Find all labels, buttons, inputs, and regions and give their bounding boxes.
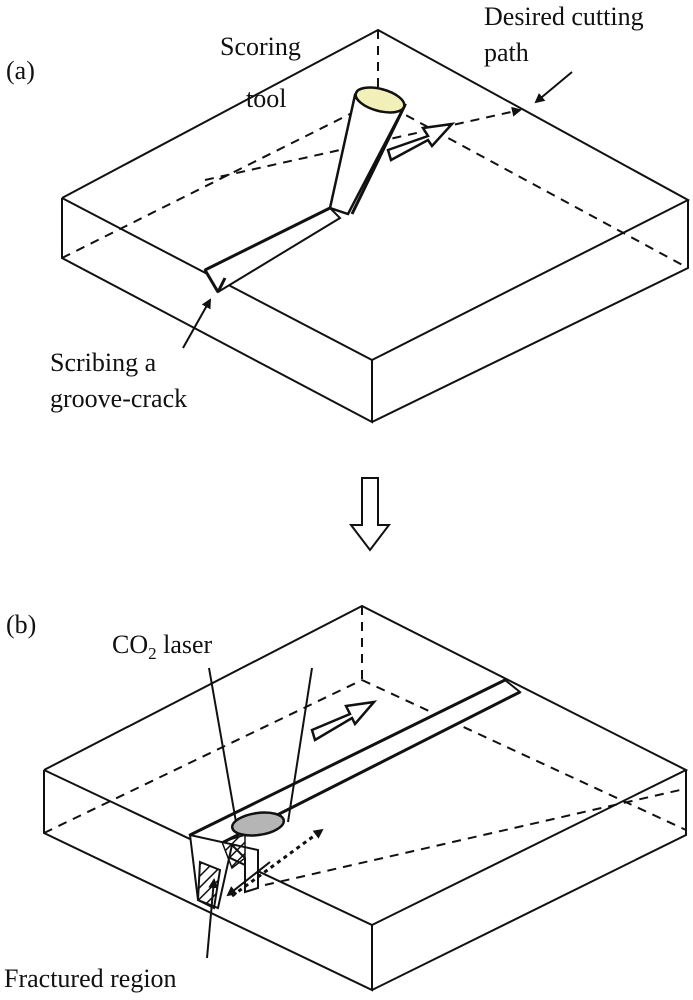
path-label-leader <box>534 71 573 104</box>
groove-edge <box>189 678 506 837</box>
fracture-label-leader <box>206 878 219 959</box>
hidden-edge <box>61 99 379 259</box>
laser-label: CO2 laser <box>112 630 213 664</box>
side-face <box>371 200 689 423</box>
laser-label-rest: laser <box>156 630 213 659</box>
groove-notch <box>216 277 227 293</box>
front-face <box>61 198 373 424</box>
panel-b-label: (b) <box>6 610 37 639</box>
direction-arrow-icon <box>310 700 378 742</box>
hidden-edge <box>377 99 689 269</box>
side-face <box>371 770 687 991</box>
top-face <box>61 28 691 362</box>
laser-label-main: CO <box>112 630 149 659</box>
tool-tip-icon <box>354 86 406 114</box>
panel-b-block <box>43 604 689 992</box>
tool-label: tool <box>246 84 287 113</box>
front-face <box>43 770 373 992</box>
hidden-edge <box>43 679 363 834</box>
laser-spot-icon <box>230 811 286 837</box>
transition-arrow-icon <box>348 477 392 552</box>
direction-arrow-icon <box>386 122 456 162</box>
cutting-path-line <box>264 789 681 886</box>
groove-label: Scribing a <box>50 348 157 377</box>
crack-propagation-arrow <box>231 828 324 898</box>
panel-a-label: (a) <box>6 56 35 85</box>
fractured-region <box>221 833 246 870</box>
groove-label-leader <box>182 298 211 349</box>
laser-label-subscript: 2 <box>148 644 157 664</box>
groove-label: groove-crack <box>50 384 188 413</box>
cutting-path-label: path <box>484 38 529 67</box>
groove-notch <box>203 269 220 293</box>
scoring-tool-icon <box>328 86 407 216</box>
hidden-edge <box>361 679 687 831</box>
cutting-path-label: Desired cutting <box>484 2 644 31</box>
tool-label: Scoring <box>220 32 301 61</box>
groove-edge <box>204 206 331 272</box>
crack-back-arrow <box>226 861 271 897</box>
fracture-label: Fractured region <box>4 964 177 993</box>
laser-beam <box>208 667 313 837</box>
